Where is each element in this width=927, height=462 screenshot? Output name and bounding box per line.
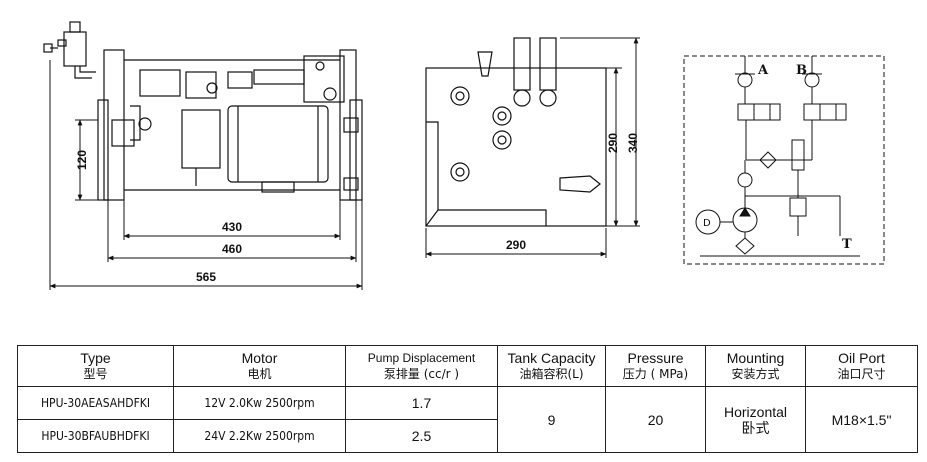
front-view <box>43 21 363 201</box>
hydraulic-schematic: D <box>683 55 885 265</box>
cell-displacement: 1.7 <box>345 386 498 420</box>
cell-tank-capacity: 9 <box>497 386 606 453</box>
cell-pressure: 20 <box>605 386 706 453</box>
dim-width-565: 565 <box>196 270 216 284</box>
dim-side-width-290: 290 <box>506 238 526 252</box>
port-a-label: A <box>757 63 769 78</box>
front-view-dimensions <box>49 60 363 290</box>
dim-width-430: 430 <box>222 220 242 234</box>
table-row: HPU-30BFAUBHDFKI 24V 2.2Kw 2500rpm 2.5 <box>17 419 918 453</box>
table-row: HPU-30AEASAHDFKI 12V 2.0Kw 2500rpm 1.7 9… <box>17 386 918 453</box>
side-view <box>425 37 607 227</box>
dim-width-460: 460 <box>222 242 242 256</box>
side-view-dimensions <box>425 37 640 258</box>
svg-text:D: D <box>703 218 711 229</box>
technical-drawing: 120 430 460 565 290 290 340 <box>43 21 885 290</box>
relief-valve-drawing <box>43 21 96 79</box>
dim-side-height-290: 290 <box>606 133 620 153</box>
port-b-label: B <box>796 63 807 78</box>
cell-type: HPU-30BFAUBHDFKI <box>17 419 174 453</box>
dim-height-120: 120 <box>75 150 89 170</box>
cell-oil-port: M18×1.5" <box>805 386 918 453</box>
cell-motor: 24V 2.2Kw 2500rpm <box>173 419 346 453</box>
port-t-label: T <box>842 237 852 252</box>
dim-side-height-340: 340 <box>626 133 640 153</box>
cell-type: HPU-30AEASAHDFKI <box>17 386 174 420</box>
cell-displacement: 2.5 <box>345 419 498 453</box>
cell-motor: 12V 2.0Kw 2500rpm <box>173 386 346 420</box>
